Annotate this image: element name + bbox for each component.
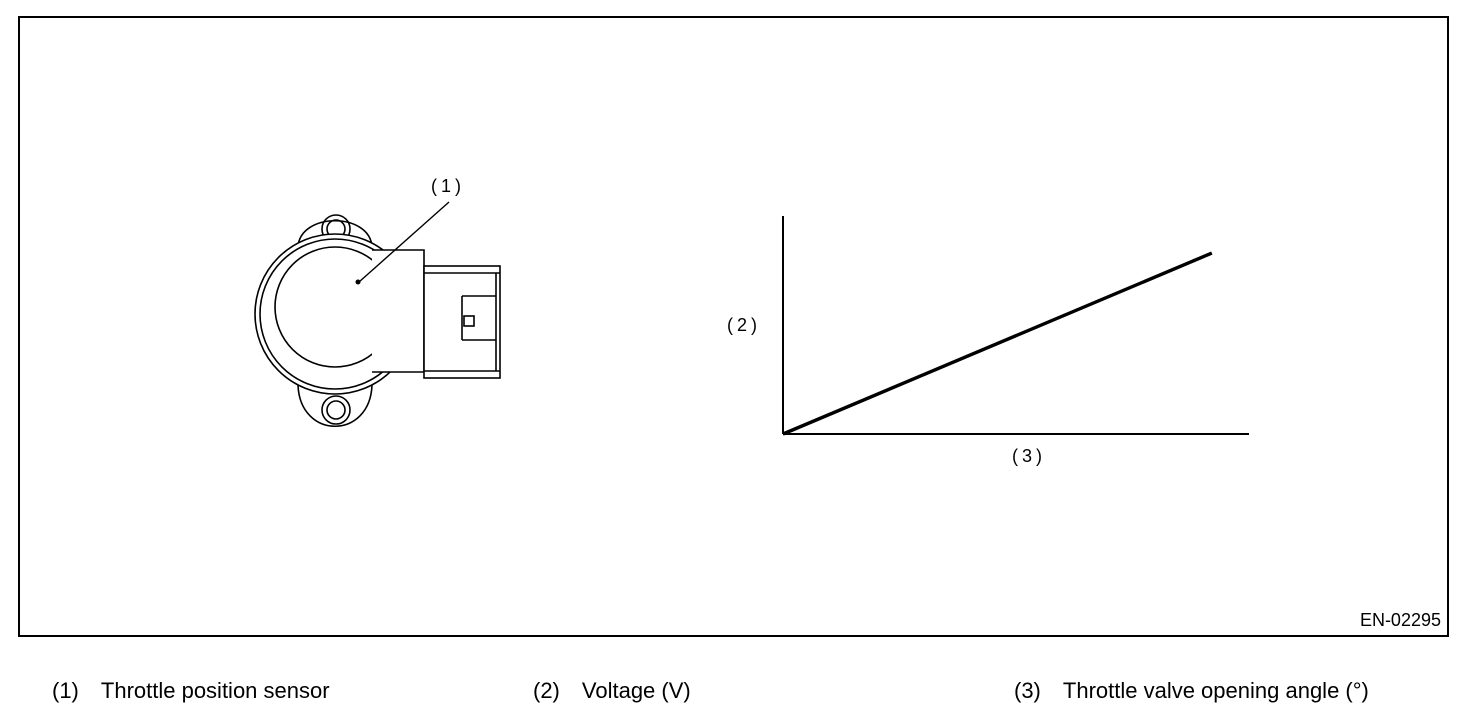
connector-latch	[463, 315, 475, 327]
voltage-series-line	[782, 251, 1213, 436]
legend-number: (3)	[1014, 678, 1041, 703]
connector-neck	[372, 249, 425, 373]
legend-label: Throttle position sensor	[100, 678, 330, 703]
bottom-bolt-hole-inner	[326, 400, 346, 420]
sensor-leader-dot	[355, 279, 361, 285]
legend-label: Voltage (V)	[581, 678, 691, 703]
throttle-position-sensor-illustration	[254, 201, 501, 428]
figure-frame: EN-02295	[18, 16, 1449, 637]
callout-sensor: (1)	[431, 176, 465, 196]
legend-item-2: (2) Voltage (V)	[533, 678, 691, 704]
legend-label: Throttle valve opening angle (°)	[1062, 678, 1369, 703]
x-axis-label: (3)	[1012, 446, 1046, 466]
legend-item-1: (1) Throttle position sensor	[52, 678, 330, 704]
bottom-mounting-ear	[297, 384, 373, 428]
bottom-bolt-hole-outer	[321, 395, 351, 425]
legend-number: (1)	[52, 678, 79, 703]
legend-item-3: (3) Throttle valve opening angle (°)	[1014, 678, 1369, 704]
y-axis-label: (2)	[727, 315, 761, 335]
voltage-graph	[782, 216, 1249, 436]
legend-number: (2)	[533, 678, 560, 703]
figure-code: EN-02295	[1359, 610, 1441, 630]
sensor-leader-line	[358, 201, 450, 283]
